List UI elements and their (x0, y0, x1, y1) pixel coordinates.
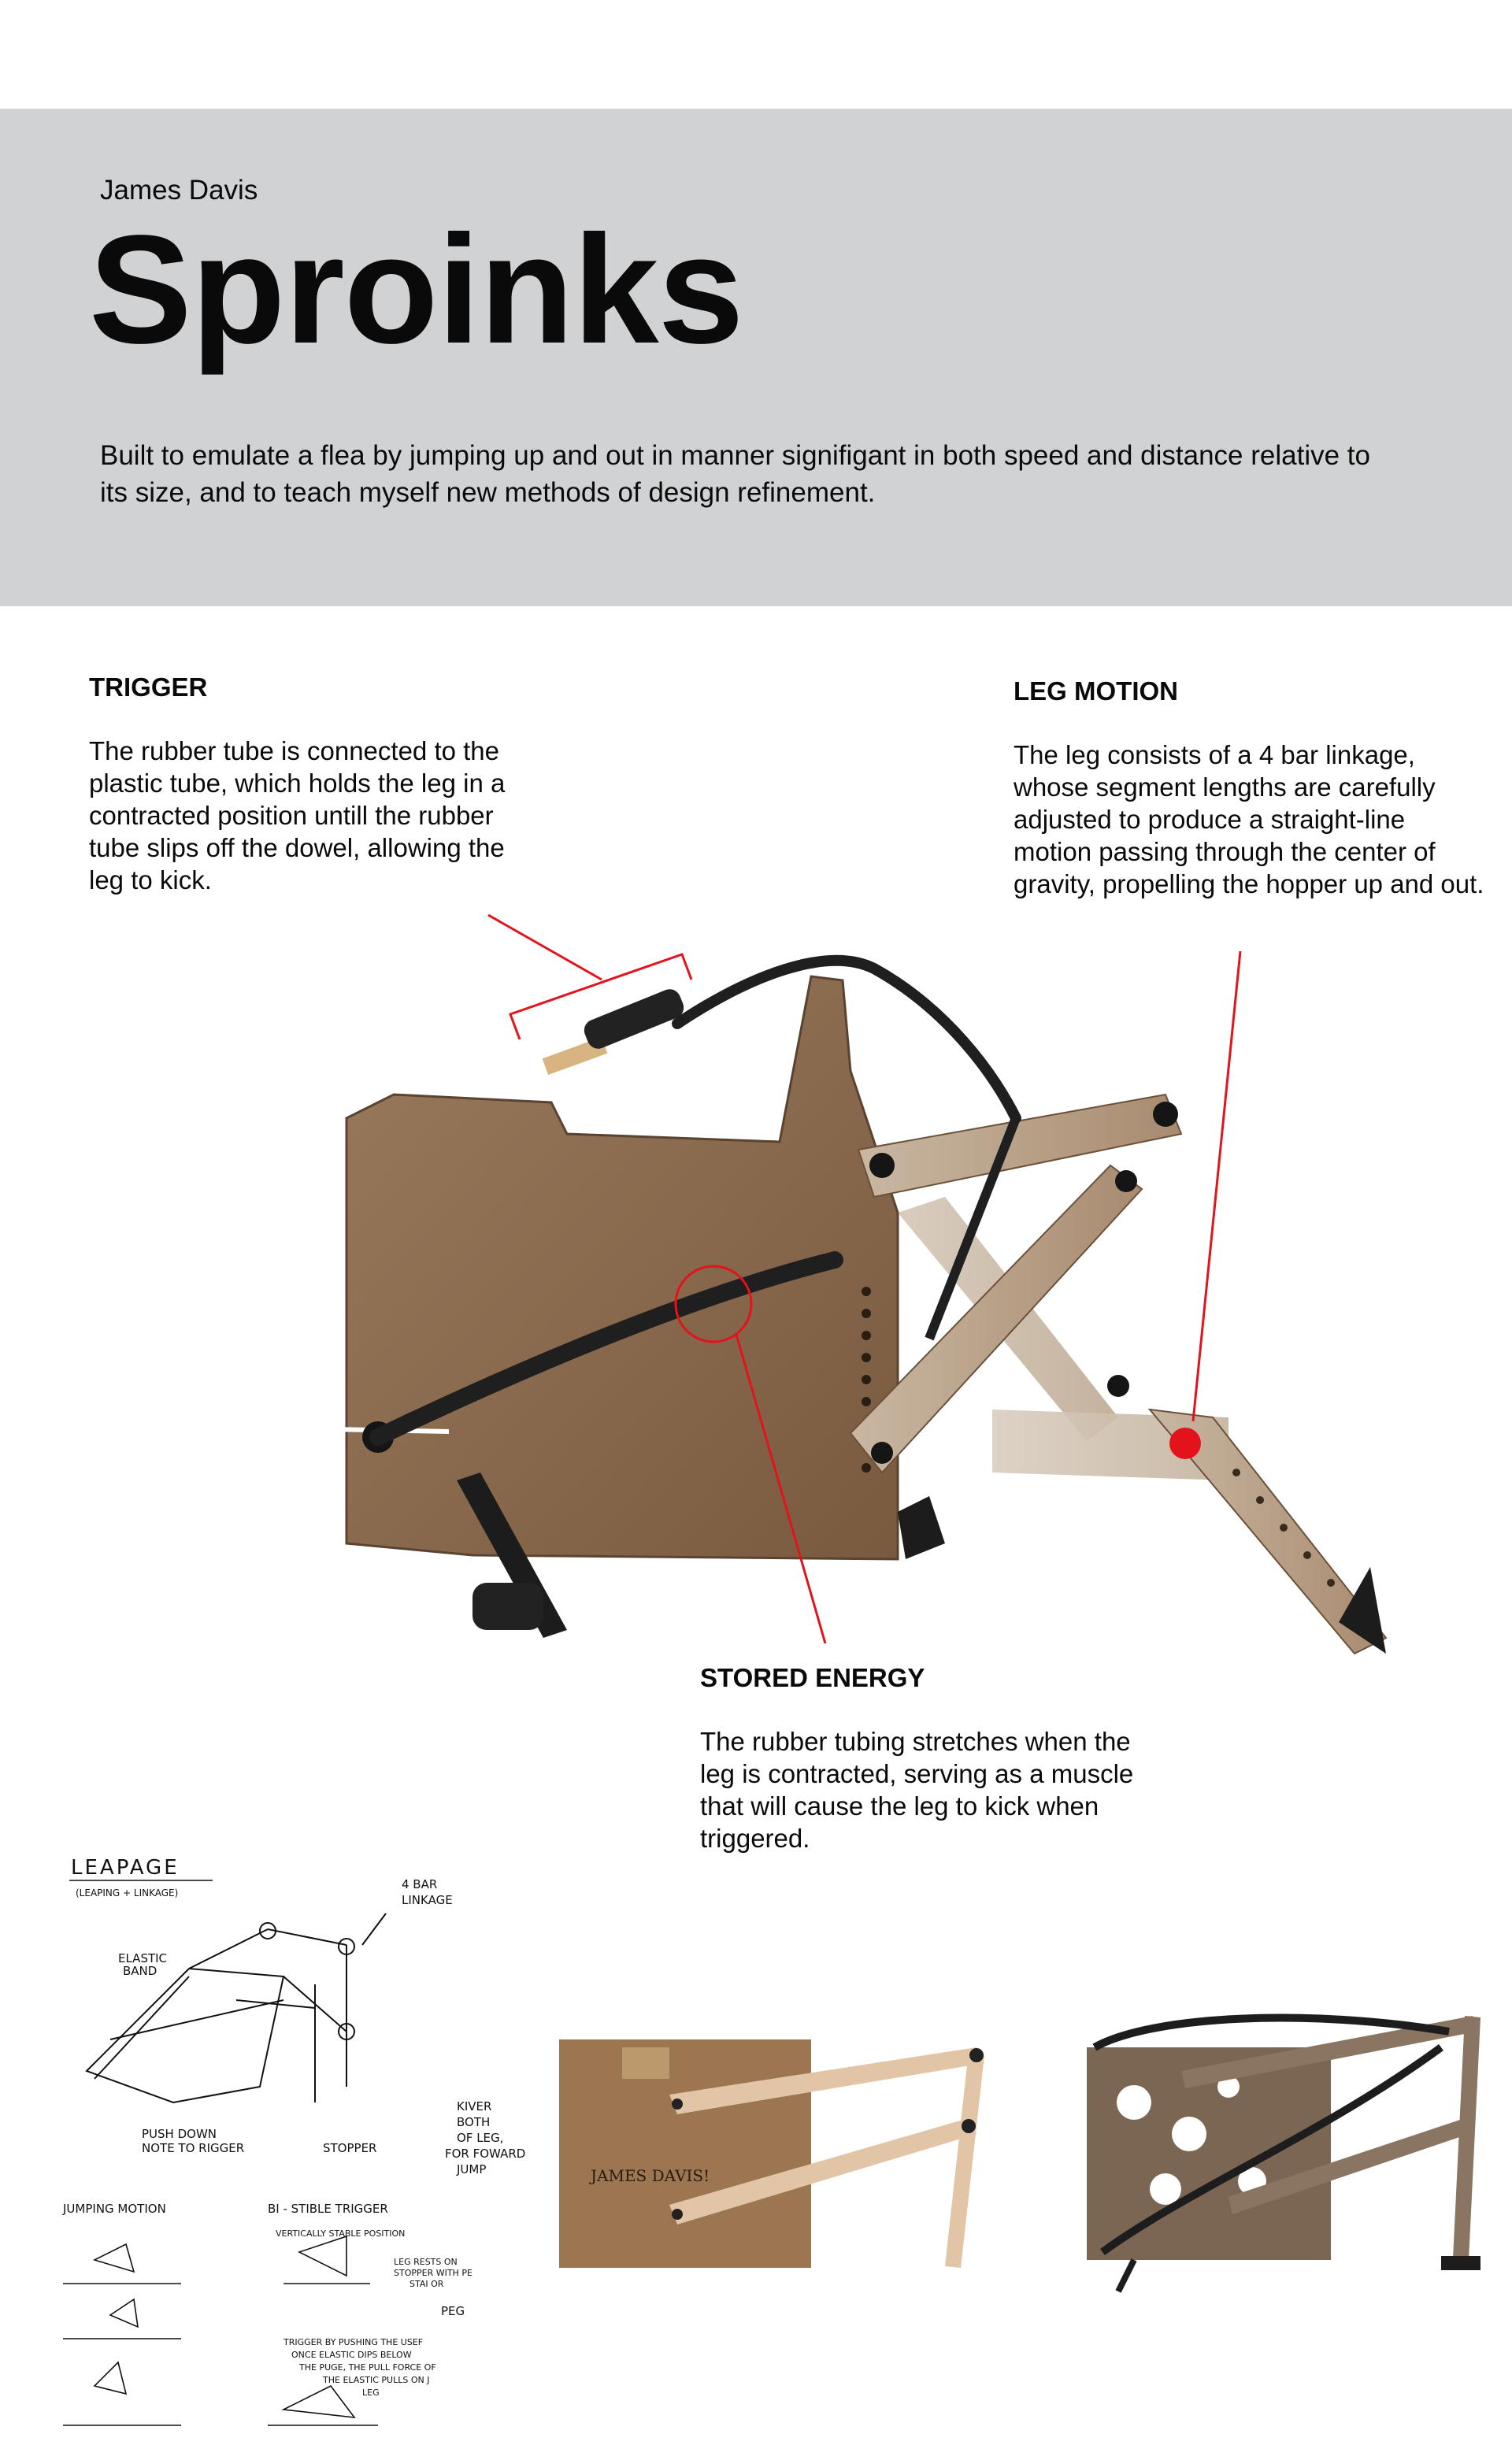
sketch-bi-stable: BI - STIBLE TRIGGER (268, 2202, 388, 2216)
sketch-linkage: LINKAGE (402, 1893, 453, 1907)
board-foot (898, 1496, 945, 1559)
sketch-elastic: ELASTIC (118, 1951, 167, 1965)
sketch-jump: JUMP (456, 2162, 486, 2176)
kicking-leg (1147, 1408, 1388, 1655)
stored-energy-callout: STORED ENERGY The rubber tubing stretche… (700, 1661, 1141, 1854)
final-lower-arm (1228, 2118, 1469, 2214)
rubber-tube (369, 1251, 843, 1446)
upper-link (857, 1093, 1183, 1198)
sketch-stopper: STOPPER (323, 2141, 376, 2155)
final-board-holes (1117, 2076, 1266, 2205)
sketch-jump-diagrams (63, 2235, 378, 2426)
concept-sketch: LEAPAGE (LEAPING + LINKAGE) 4 BAR LINKAG… (62, 1856, 525, 2426)
final-tube-lower (1100, 2043, 1443, 2256)
prototype-upper-arm (669, 2047, 984, 2114)
final-tube (1092, 2013, 1450, 2051)
prototype-board (559, 2039, 811, 2268)
leg-motion-heading: LEG MOTION (1014, 676, 1178, 706)
prototype-leg (945, 2051, 984, 2268)
sketch-title: LEAPAGE (71, 1856, 180, 1880)
sketch-of-leg: OF LEG, (457, 2131, 503, 2145)
page-title: Sproinks (89, 203, 744, 376)
sketch-trigger-1: TRIGGER BY PUSHING THE USEF (283, 2337, 423, 2347)
sketch-peg: PEG (441, 2304, 465, 2318)
front-foot (1339, 1567, 1386, 1654)
sketch-vertically-stable: VERTICALLY STABLE POSITION (276, 2228, 405, 2239)
dowel (542, 1036, 608, 1076)
trigger-body: The rubber tube is connected to the plas… (89, 736, 506, 895)
sketch-leg-rests-1: LEG RESTS ON (394, 2257, 458, 2267)
trigger-heading: TRIGGER (89, 672, 208, 702)
header-band (0, 109, 1512, 606)
prototype-tape (622, 2047, 669, 2079)
sketch-leg-rests-3: STAI OR (410, 2279, 444, 2289)
early-prototype-photo: JAMES DAVIS! (559, 2039, 984, 2268)
sketch-leg-rests-2: STOPPER WITH PE (394, 2268, 472, 2278)
sketch-both: BOTH (457, 2115, 490, 2129)
prototype-pivots (672, 2048, 984, 2220)
sketch-trigger-4: THE ELASTIC PULLS ON J (322, 2375, 429, 2385)
final-rear-stand (1115, 2258, 1137, 2293)
leg-holes (1232, 1469, 1335, 1587)
project-summary: Built to emulate a flea by jumping up an… (100, 440, 1370, 508)
sketch-note-to-rigger: NOTE TO RIGGER (142, 2141, 244, 2155)
author-name: James Davis (100, 175, 258, 206)
sketch-subtitle: (LEAPING + LINKAGE) (76, 1887, 178, 1899)
sketch-push-down: PUSH DOWN (142, 2127, 217, 2141)
leg-motion-callout: LEG MOTION The leg consists of a 4 bar l… (1014, 675, 1486, 900)
leg-motion-body: The leg consists of a 4 bar linkage, who… (1014, 740, 1484, 898)
sketch-for-forward: FOR FOWARD (445, 2147, 525, 2161)
stored-energy-body: The rubber tubing stretches when the leg… (700, 1727, 1134, 1853)
linkage-tube (925, 1116, 1021, 1341)
trigger-tube (584, 989, 684, 1049)
spring-tube (672, 954, 1021, 1124)
hopper-main-photo (330, 954, 1388, 1655)
front-link (849, 1164, 1143, 1474)
sketch-kiver: KIVER (457, 2099, 491, 2113)
stored-energy-heading: STORED ENERGY (700, 1663, 925, 1692)
prototype-lower-arm (669, 2118, 976, 2225)
sketch-band: BAND (123, 1964, 157, 1978)
final-leg (1453, 2016, 1480, 2260)
trigger-callout: TRIGGER The rubber tube is connected to … (89, 671, 530, 896)
final-prototype-photo (1087, 2013, 1480, 2293)
prototype-name-label: JAMES DAVIS! (589, 2166, 710, 2185)
sketch-four-bar: 4 BAR (402, 1877, 437, 1891)
sketch-trigger-5: LEG (362, 2388, 380, 2398)
sketch-jumping-motion: JUMPING MOTION (62, 2202, 166, 2216)
sketch-trigger-3: THE PUGE, THE PULL FORCE OF (298, 2362, 436, 2373)
sketch-linkage-drawing (85, 1913, 387, 2104)
rear-foot (472, 1583, 543, 1630)
sketch-trigger-2: ONCE ELASTIC DIPS BELOW (291, 2350, 412, 2360)
final-upper-arm (1181, 2016, 1477, 2088)
final-foot (1441, 2256, 1480, 2270)
